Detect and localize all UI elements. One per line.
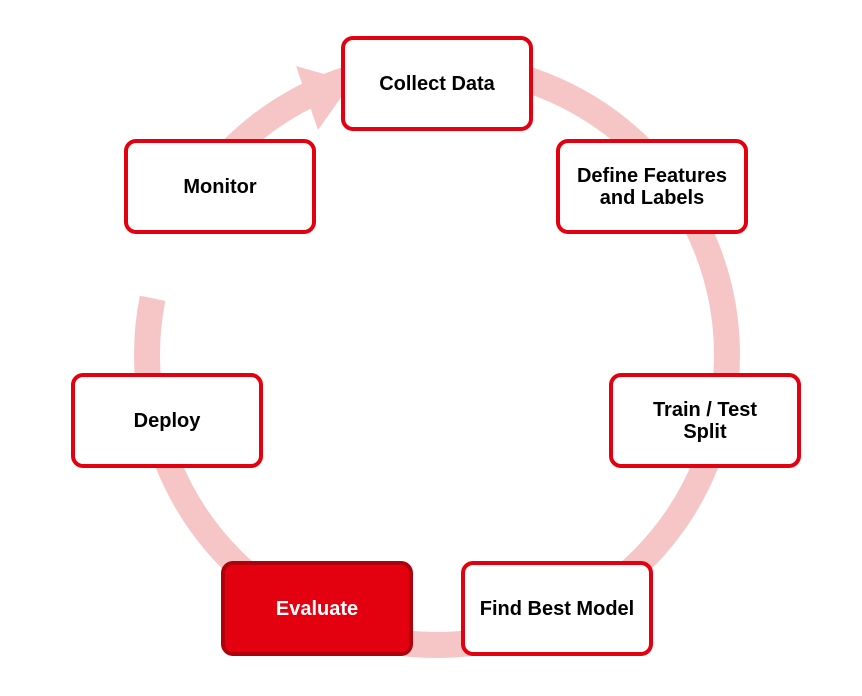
step-train-test-split: Train / Test Split (609, 373, 801, 468)
step-deploy: Deploy (71, 373, 263, 468)
step-collect-data: Collect Data (341, 36, 533, 131)
step-monitor: Monitor (124, 139, 316, 234)
step-find-best-model: Find Best Model (461, 561, 653, 656)
step-define-features-and-labels: Define Features and Labels (556, 139, 748, 234)
cycle-arrow-head (296, 66, 352, 130)
step-evaluate: Evaluate (221, 561, 413, 656)
